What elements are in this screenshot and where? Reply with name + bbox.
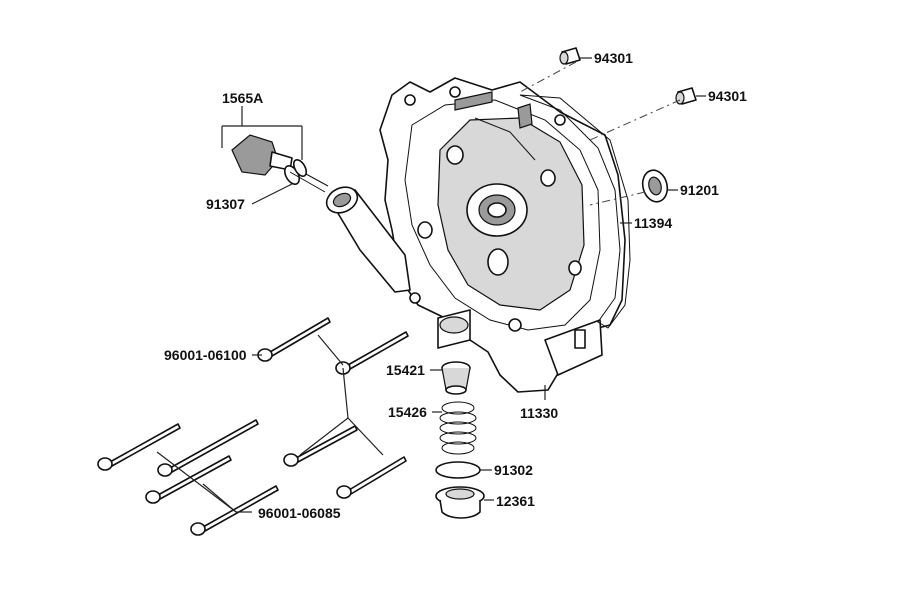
label-12361: 12361 [496,493,535,509]
label-1565A: 1565A [222,90,263,106]
label-96001-06085: 96001-06085 [258,505,341,521]
label-11394: 11394 [634,215,672,231]
label-91302: 91302 [494,462,533,478]
bolt-96001-06085-b [157,419,259,477]
dipstick-1565A [231,134,329,193]
label-91307: 91307 [206,196,245,212]
label-94301-a: 94301 [594,50,633,66]
label-15426: 15426 [388,404,427,420]
label-15421: 15421 [386,362,425,378]
crankcase-cover-11330 [379,77,626,393]
label-94301-b: 94301 [708,88,747,104]
oil-filler-neck [325,186,411,293]
gasket-11394 [519,94,631,329]
leader-lines [156,57,706,513]
strainer-15421 [441,361,471,395]
bolt-96001-06100-a [257,317,331,362]
drain-plug-12361 [435,486,485,519]
bolt-96001-06085-e [283,425,358,467]
o-ring-91302 [435,461,481,479]
label-96001-06100: 96001-06100 [164,347,247,363]
spring-15426 [439,401,477,455]
dowel-pin-94301-b [675,87,697,105]
bolt-96001-06085-d [190,485,279,536]
oil-seal-91201 [641,169,669,203]
o-ring-91307 [292,159,308,177]
bolt-96001-06085-c [145,455,232,504]
bolt-96001-06085-a [97,423,181,471]
bolt-96001-06085-f [336,456,407,499]
label-91201: 91201 [680,182,719,198]
dowel-pin-94301-a [559,47,581,65]
part-number-labels: 94301 94301 1565A 91201 91307 11394 9600… [164,50,747,521]
label-11330: 11330 [520,405,558,421]
